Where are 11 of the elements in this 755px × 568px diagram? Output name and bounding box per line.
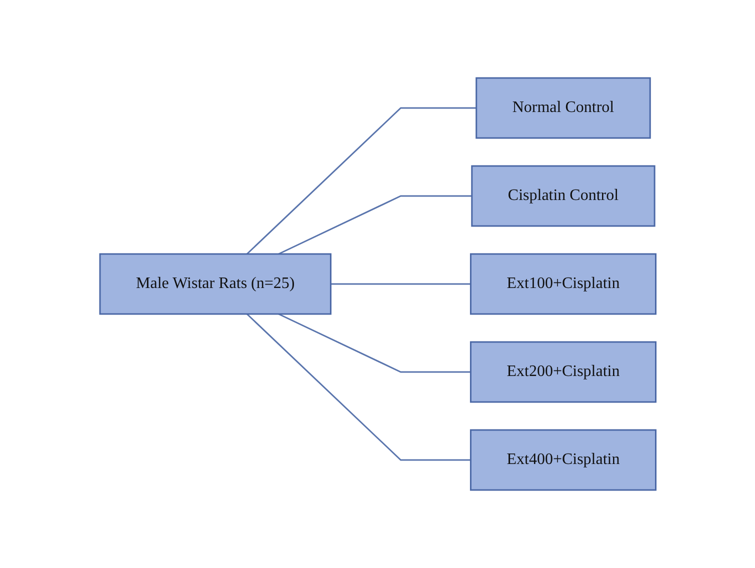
node-box: Normal Control: [475, 77, 650, 139]
node-box: Male Wistar Rats (n=25): [98, 253, 332, 315]
node-box: Ext400+Cisplatin: [470, 429, 656, 491]
node-box: Ext100+Cisplatin: [470, 253, 656, 315]
connector: [330, 283, 470, 285]
connector: [278, 313, 470, 373]
connector: [246, 313, 470, 461]
connector: [246, 107, 476, 255]
node-box: Ext200+Cisplatin: [470, 341, 656, 403]
node-box: Cisplatin Control: [470, 165, 655, 227]
connector: [278, 195, 472, 255]
